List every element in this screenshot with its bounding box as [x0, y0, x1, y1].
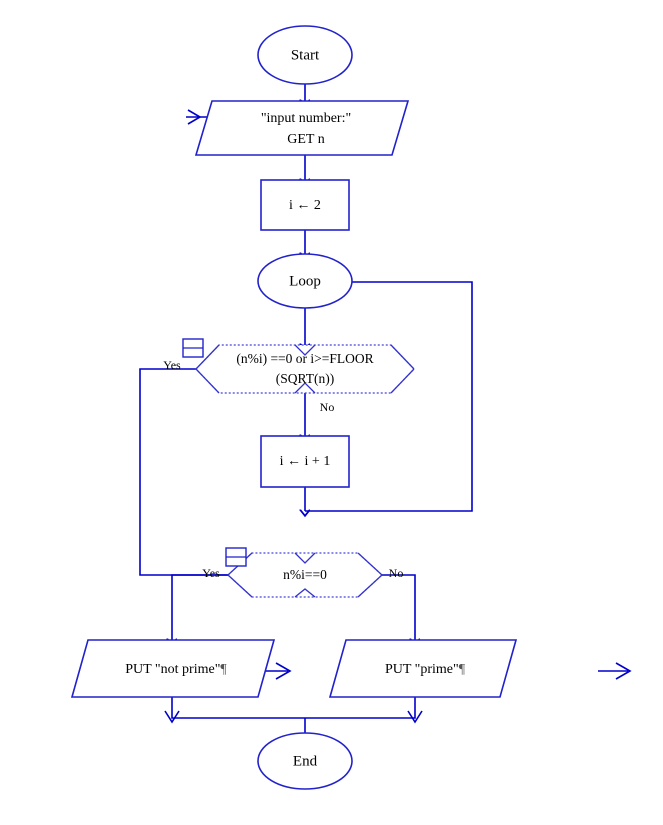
cond1-label-line2: (SQRT(n)): [276, 371, 334, 386]
node-output-not-prime[interactable]: PUT "not prime"¶: [70, 639, 276, 698]
cond2-label: n%i==0: [283, 567, 327, 582]
prime-pilcrow: ¶: [459, 662, 466, 677]
loop-oval: [257, 253, 353, 309]
cond1-no-label: No: [320, 400, 335, 414]
node-loop[interactable]: Loop: [257, 253, 353, 309]
not-prime-pilcrow: ¶: [220, 662, 227, 677]
not-prime-label: PUT "not prime"¶: [125, 662, 227, 677]
connector-prime-output-arrowhead: [615, 662, 632, 680]
connector-cond2-yes-to-not-prime: [172, 574, 228, 640]
node-cond2[interactable]: n%i==0 Yes No: [202, 547, 404, 598]
start-label: Start: [291, 47, 320, 63]
not-prime-text: PUT "not prime": [125, 662, 220, 677]
prime-label: PUT "prime"¶: [385, 662, 466, 677]
cond1-decision-marker-icon: [182, 338, 204, 358]
cond1-yes-label: Yes: [163, 358, 181, 372]
increment-rect: [260, 435, 350, 488]
cond1-label-line1: (n%i) ==0 or i>=FLOOR: [236, 351, 373, 366]
cond1-edge-top-left: [195, 344, 220, 370]
input-label-line1: "input number:": [261, 111, 351, 126]
cond1-exit-notch: [294, 382, 316, 394]
cond1-entry-notch: [294, 344, 316, 356]
start-oval: [257, 25, 353, 85]
connector-cond2-no-to-prime: [382, 574, 415, 640]
connector-input-entry-arrowhead: [187, 109, 202, 125]
end-label: End: [293, 753, 318, 769]
cond2-decision-marker-icon: [225, 547, 247, 567]
input-label-line2: GET n: [287, 132, 324, 147]
connector-merge-arrowhead-left: [164, 710, 180, 724]
node-init[interactable]: i ← 2: [260, 179, 350, 231]
node-cond1[interactable]: (n%i) ==0 or i>=FLOOR (SQRT(n)) Yes No: [163, 338, 415, 414]
node-start[interactable]: Start: [257, 25, 353, 85]
cond1-edge-bottom-left: [195, 368, 220, 394]
connector-cond1-yes-to-cond2: [139, 368, 228, 576]
init-label: i ← 2: [289, 198, 321, 213]
cond2-no-label: No: [389, 566, 404, 580]
cond1-edge-top-right: [390, 344, 415, 370]
init-rect: [260, 179, 350, 231]
cond2-edge-bottom-right: [357, 574, 383, 598]
input-parallelogram: [194, 100, 410, 156]
end-oval: [257, 732, 353, 790]
prime-parallelogram: [328, 639, 518, 698]
cond1-edge-bottom-right: [390, 368, 415, 394]
connector-loopback-to-loop: [305, 281, 473, 512]
cond2-exit-notch: [294, 588, 316, 598]
cond2-edge-bottom-left: [227, 574, 253, 598]
prime-text: PUT "prime": [385, 662, 459, 677]
node-input[interactable]: "input number:" GET n: [194, 100, 410, 156]
node-end[interactable]: End: [257, 732, 353, 790]
connector-merge-arrowhead-right: [407, 710, 423, 724]
connectors: [139, 84, 632, 737]
cond2-entry-notch: [294, 552, 316, 564]
not-prime-parallelogram: [70, 639, 276, 698]
connector-prime-to-merge: [305, 697, 416, 719]
connector-not-prime-to-merge: [171, 697, 305, 719]
connector-not-prime-output-arrowhead: [275, 662, 292, 680]
increment-label: i ← i + 1: [280, 454, 331, 469]
loop-label: Loop: [289, 273, 321, 289]
cond2-edge-top-right: [357, 552, 383, 576]
node-increment[interactable]: i ← i + 1: [260, 435, 350, 488]
cond2-yes-label: Yes: [202, 566, 220, 580]
node-output-prime[interactable]: PUT "prime"¶: [328, 639, 518, 698]
